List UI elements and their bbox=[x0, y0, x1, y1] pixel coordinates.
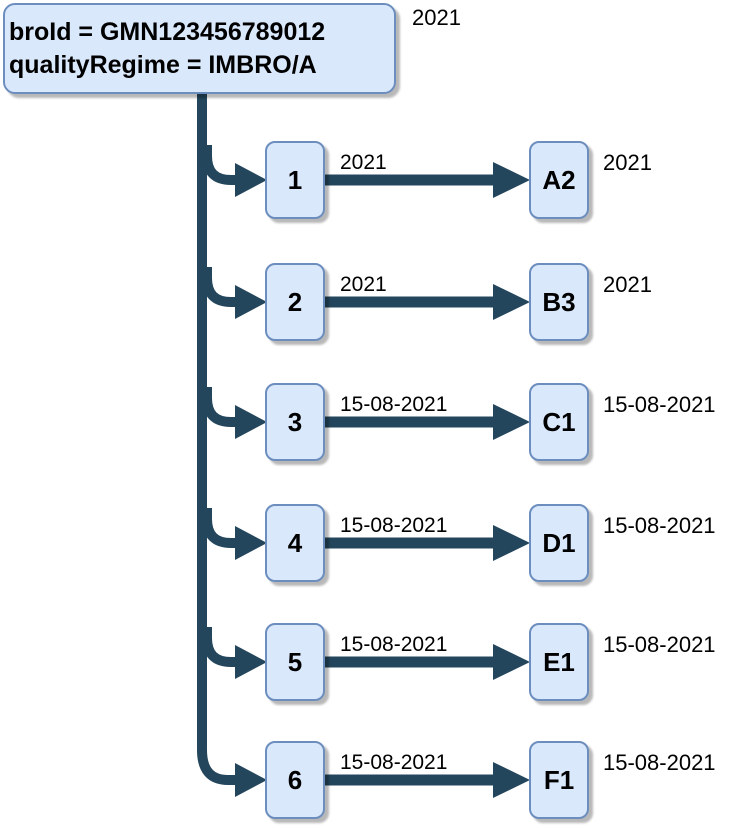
tube-arrowhead-5 bbox=[493, 644, 530, 680]
node-tube-6: 6 bbox=[265, 741, 325, 819]
node-tube-1-label: 1 bbox=[287, 164, 303, 195]
node-tube-4-label: 4 bbox=[287, 527, 303, 558]
edge-label-3: 15-08-2021 bbox=[340, 393, 448, 416]
node-tube-6-label: 6 bbox=[287, 764, 303, 795]
node-version-d1-label: D1 bbox=[542, 527, 576, 558]
node-tube-1: 1 bbox=[265, 141, 325, 219]
node-version-b3: B3 bbox=[529, 263, 589, 341]
edge-label-2: 2021 bbox=[340, 273, 387, 296]
version-date-label-3: 15-08-2021 bbox=[603, 392, 716, 417]
edge-label-6: 15-08-2021 bbox=[340, 751, 448, 774]
tube-arrowhead-4 bbox=[493, 525, 530, 561]
branch-arrowhead-4 bbox=[235, 526, 267, 560]
tube-arrowhead-3 bbox=[493, 404, 530, 440]
node-version-f1-label: F1 bbox=[543, 764, 575, 795]
version-date-label-1: 2021 bbox=[603, 150, 652, 175]
node-tube-2: 2 bbox=[265, 263, 325, 341]
node-tube-3: 3 bbox=[265, 383, 325, 461]
version-date-label-5: 15-08-2021 bbox=[603, 632, 716, 657]
root-node-broid-line: broId = GMN123456789012 bbox=[9, 17, 326, 46]
node-version-f1: F1 bbox=[529, 741, 589, 819]
root-node-qualityregime-line: qualityRegime = IMBRO/A bbox=[9, 50, 317, 79]
trunk-edge bbox=[197, 94, 235, 785]
branch-arrowhead-5 bbox=[235, 645, 267, 679]
branch-arrowhead-6 bbox=[235, 763, 267, 797]
node-version-b3-label: B3 bbox=[542, 286, 576, 317]
node-version-c1-label: C1 bbox=[542, 406, 576, 437]
tube-arrowhead-6 bbox=[493, 762, 530, 798]
node-tube-4: 4 bbox=[265, 504, 325, 582]
branch-edge-5 bbox=[202, 627, 235, 667]
edge-label-5: 15-08-2021 bbox=[340, 633, 448, 656]
branch-edge-1 bbox=[202, 145, 235, 185]
branch-edge-4 bbox=[202, 508, 235, 548]
node-tube-5-label: 5 bbox=[287, 646, 303, 677]
node-version-a2: A2 bbox=[529, 141, 589, 219]
node-version-d1: D1 bbox=[529, 504, 589, 582]
node-version-e1-label: E1 bbox=[543, 646, 575, 677]
node-tube-5: 5 bbox=[265, 623, 325, 701]
root-node-year-label: 2021 bbox=[412, 5, 461, 30]
node-version-e1: E1 bbox=[529, 623, 589, 701]
root-node-gmn: broId = GMN123456789012 qualityRegime = … bbox=[3, 3, 396, 94]
version-date-label-2: 2021 bbox=[603, 272, 652, 297]
branch-edge-3 bbox=[202, 387, 235, 427]
node-tube-2-label: 2 bbox=[287, 286, 303, 317]
edge-label-1: 2021 bbox=[340, 151, 387, 174]
edge-label-4: 15-08-2021 bbox=[340, 514, 448, 537]
node-version-c1: C1 bbox=[529, 383, 589, 461]
tube-arrowhead-1 bbox=[493, 162, 530, 198]
version-date-label-6: 15-08-2021 bbox=[603, 750, 716, 775]
branch-edge-2 bbox=[202, 267, 235, 307]
node-tube-3-label: 3 bbox=[287, 406, 303, 437]
node-version-a2-label: A2 bbox=[542, 164, 576, 195]
branch-arrowhead-1 bbox=[235, 163, 267, 197]
branch-arrowhead-2 bbox=[235, 285, 267, 319]
tube-arrowhead-2 bbox=[493, 284, 530, 320]
version-date-label-4: 15-08-2021 bbox=[603, 513, 716, 538]
branch-arrowhead-3 bbox=[235, 405, 267, 439]
